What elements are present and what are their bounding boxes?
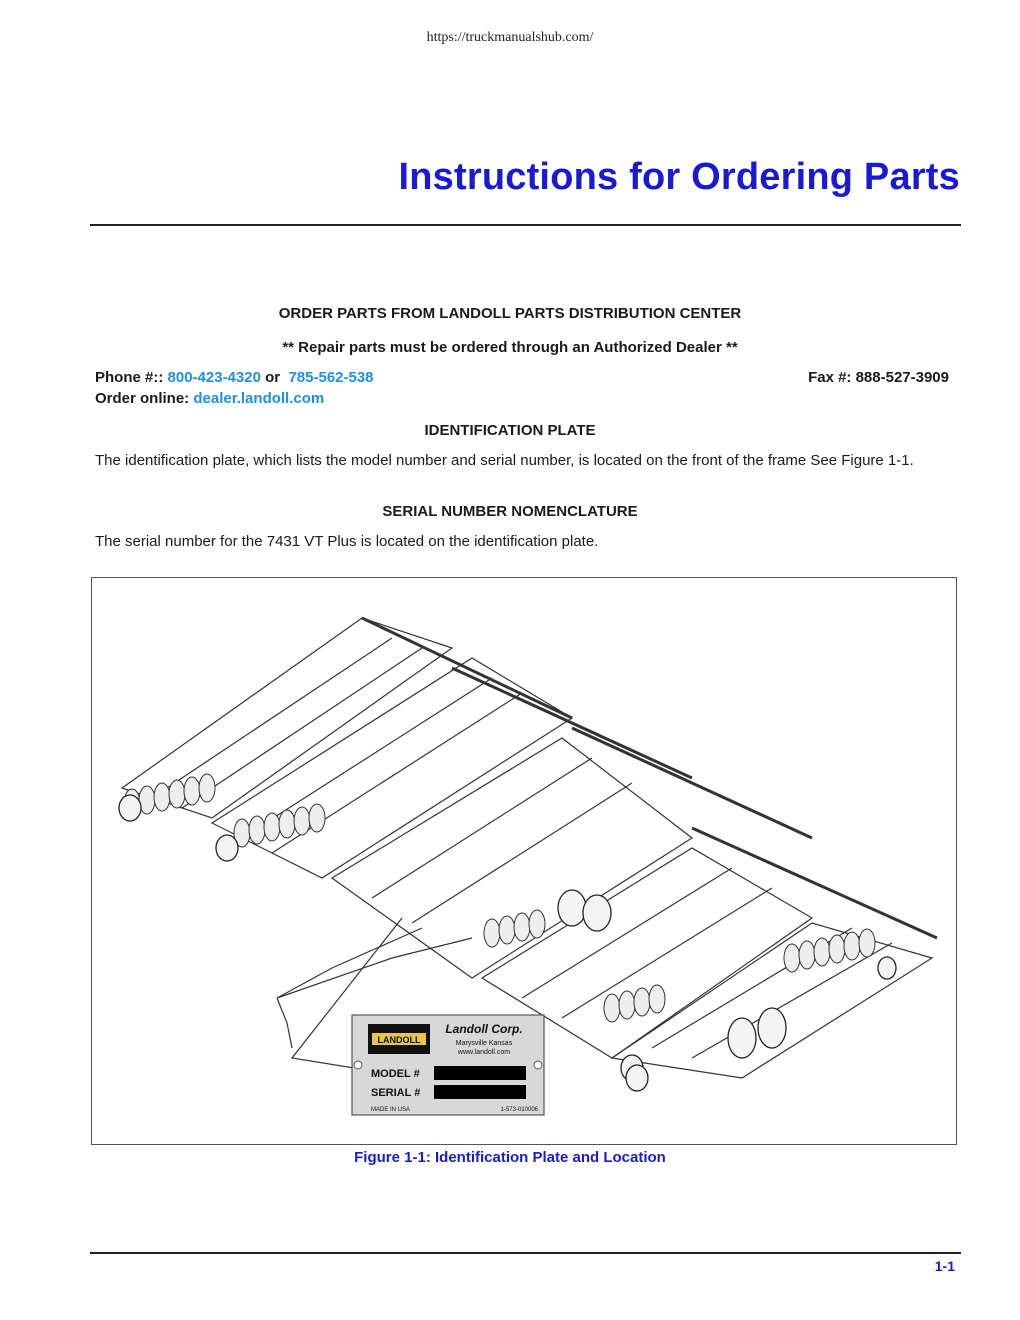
identification-plate: LANDOLL Landoll Corp. Marysville Kansas … <box>351 1014 545 1116</box>
top-divider <box>90 224 961 226</box>
order-online-label: Order online: <box>95 390 190 407</box>
identification-text: The identification plate, which lists th… <box>95 452 914 469</box>
authorized-dealer-notice: ** Repair parts must be ordered through … <box>282 339 738 356</box>
figure-frame: LANDOLL Landoll Corp. Marysville Kansas … <box>91 577 957 1145</box>
source-url[interactable]: https://truckmanualshub.com/ <box>426 30 594 45</box>
wheel-icon <box>215 834 239 862</box>
page-number: 1-1 <box>934 1258 955 1274</box>
serial-text: The serial number for the 7431 VT Plus i… <box>95 533 599 550</box>
phone-link-2[interactable]: 785-562-538 <box>288 369 374 386</box>
figure-caption: Figure 1-1: Identification Plate and Loc… <box>354 1149 666 1166</box>
fax-number: Fax #: 888-527-3909 <box>808 369 949 386</box>
far-right-frame <box>610 922 934 1079</box>
center-frame <box>330 737 694 979</box>
wheel-icon <box>877 956 897 980</box>
serial-heading: SERIAL NUMBER NOMENCLATURE <box>382 503 638 520</box>
phone-label: Phone #:: <box>95 369 164 386</box>
plate-part-number: 1-573-010006 <box>501 1107 539 1113</box>
plate-logo-text: LANDOLL <box>378 1035 421 1045</box>
order-online-line: Order online: dealer.landoll.com <box>95 390 324 407</box>
implement-drawing: LANDOLL Landoll Corp. Marysville Kansas … <box>118 616 938 1116</box>
phone-or: or <box>265 369 281 386</box>
wheel-icon <box>557 889 587 927</box>
wheel-icon <box>757 1007 787 1049</box>
bottom-divider <box>90 1252 961 1254</box>
right-frame-section <box>480 847 814 1059</box>
wheel-icon <box>625 1064 649 1092</box>
plate-model-label: MODEL # <box>371 1068 420 1080</box>
plate-city: Marysville Kansas <box>456 1040 513 1047</box>
page-title: Instructions for Ordering Parts <box>398 156 960 198</box>
phone-link-1[interactable]: 800-423-4320 <box>167 369 261 386</box>
wheel-icon <box>727 1017 757 1059</box>
order-parts-heading: ORDER PARTS FROM LANDOLL PARTS DISTRIBUT… <box>278 305 742 322</box>
identification-heading: IDENTIFICATION PLATE <box>424 422 596 439</box>
plate-company: Landoll Corp. <box>445 1022 522 1036</box>
dealer-link[interactable]: dealer.landoll.com <box>193 390 325 407</box>
plate-made-in: MADE IN USA <box>371 1107 410 1113</box>
plate-serial-label: SERIAL # <box>371 1087 420 1099</box>
wheel-icon <box>118 794 142 822</box>
phone-line: Phone #:: 800-423-4320 or 785-562-538 <box>95 369 374 386</box>
plate-model-field <box>434 1066 526 1080</box>
plate-web: www.landoll.com <box>457 1049 510 1056</box>
wheel-icon <box>582 894 612 932</box>
plate-serial-field <box>434 1085 526 1099</box>
